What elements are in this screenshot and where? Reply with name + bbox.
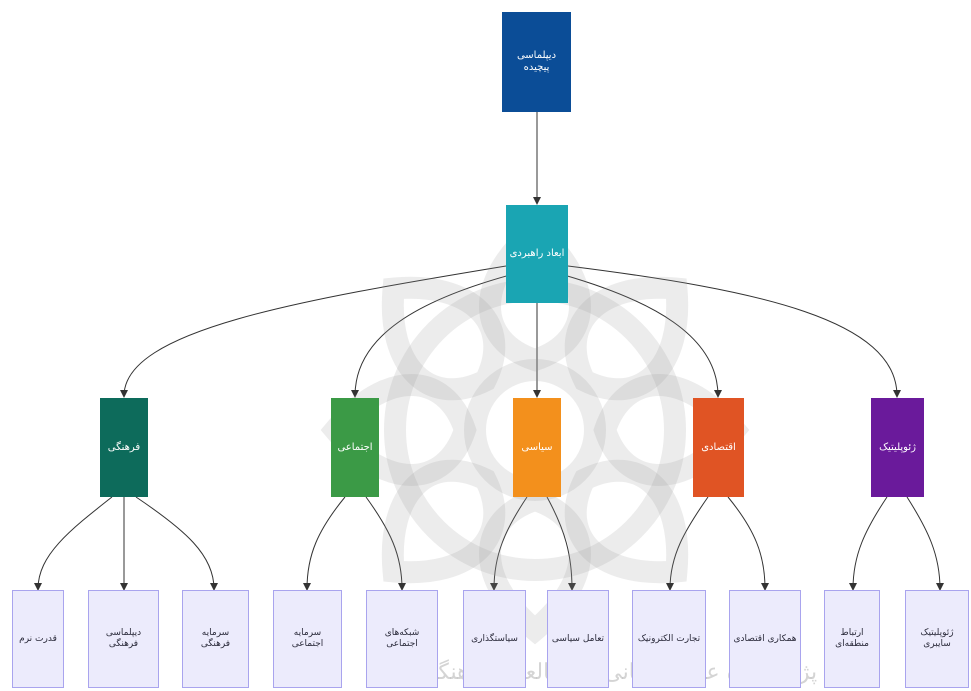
leaf-cultural-capital[interactable]: سرمایه فرهنگی (182, 590, 249, 688)
leaf-regional-relations-label: ارتباط منطقه‌ای (835, 628, 869, 649)
leaf-cultural-diplomacy[interactable]: دیپلماسی فرهنگی (88, 590, 159, 688)
node-political[interactable]: سیاسی (513, 398, 561, 497)
node-root-label: دیپلماسی پیچیده (516, 50, 557, 73)
leaf-political-interaction[interactable]: تعامل سیاسی (547, 590, 609, 688)
node-strategic-dimensions[interactable]: ابعاد راهبردی (506, 205, 568, 303)
leaf-economic-cooperation-label: همکاری اقتصادی (733, 633, 797, 644)
edge-cultural-leaf1 (34, 496, 113, 591)
node-economic[interactable]: اقتصادی (693, 398, 744, 497)
leaf-policymaking-label: سیاستگذاری (471, 633, 518, 644)
leaf-cyber-geopolitics[interactable]: ژئوپلیتیک سایبری (905, 590, 969, 688)
edge-economic-leaf8 (666, 496, 709, 591)
leaf-e-commerce-label: تجارت الکترونیک (637, 633, 701, 644)
leaf-policymaking[interactable]: سیاستگذاری (463, 590, 526, 688)
node-cultural[interactable]: فرهنگی (100, 398, 148, 497)
node-social-label: اجتماعی (337, 441, 373, 453)
leaf-social-networks[interactable]: شبکه‌های اجتماعی (366, 590, 438, 688)
node-geopolitical-label: ژئوپلیتیک (879, 441, 916, 453)
node-economic-label: اقتصادی (701, 441, 736, 453)
edge-geopolitical-leaf10 (849, 496, 888, 591)
leaf-political-interaction-label: تعامل سیاسی (551, 633, 605, 644)
node-strategic-dimensions-label: ابعاد راهبردی (509, 248, 565, 259)
leaf-soft-power[interactable]: قدرت نرم (12, 590, 64, 688)
leaf-cultural-diplomacy-label: دیپلماسی فرهنگی (105, 628, 142, 649)
edge-economic-leaf9 (727, 496, 769, 591)
node-political-label: سیاسی (521, 441, 553, 453)
node-geopolitical[interactable]: ژئوپلیتیک (871, 398, 924, 497)
leaf-cultural-capital-label: سرمایه فرهنگی (200, 628, 231, 649)
leaf-regional-relations[interactable]: ارتباط منطقه‌ای (824, 590, 880, 688)
edge-middle-social (351, 274, 511, 398)
edge-social-leaf4 (303, 496, 346, 591)
leaf-social-capital-label: سرمایه اجتماعی (291, 628, 324, 649)
edge-middle-cultural (120, 265, 507, 398)
leaf-economic-cooperation[interactable]: همکاری اقتصادی (729, 590, 801, 688)
leaf-social-networks-label: شبکه‌های اجتماعی (384, 628, 420, 649)
leaf-e-commerce[interactable]: تجارت الکترونیک (632, 590, 706, 688)
leaf-soft-power-label: قدرت نرم (19, 633, 57, 644)
edge-cultural-leaf3 (135, 496, 218, 591)
edge-social-leaf5 (365, 496, 406, 591)
edge-middle-geopolitical (567, 265, 901, 398)
node-social[interactable]: اجتماعی (331, 398, 379, 497)
edge-geopolitical-leaf11 (906, 496, 944, 591)
edge-political-leaf6 (490, 496, 528, 591)
connectors (34, 112, 944, 591)
edge-middle-economic (563, 274, 722, 398)
node-cultural-label: فرهنگی (107, 441, 141, 453)
leaf-cyber-geopolitics-label: ژئوپلیتیک سایبری (920, 628, 954, 649)
edge-political-leaf7 (546, 496, 576, 591)
node-root[interactable]: دیپلماسی پیچیده (502, 12, 571, 112)
leaf-social-capital[interactable]: سرمایه اجتماعی (273, 590, 342, 688)
